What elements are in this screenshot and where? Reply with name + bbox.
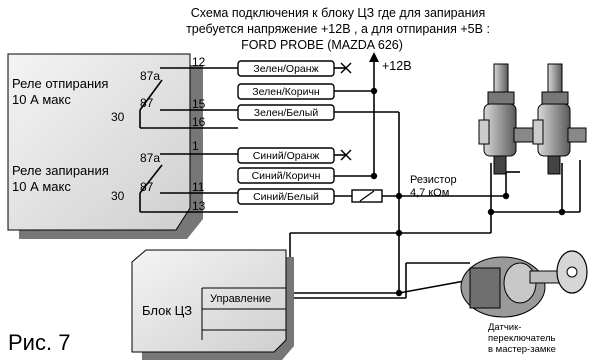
wire-label-green-brown: Зелен/Коричн (252, 86, 320, 98)
central-lock-label: Блок ЦЗ (142, 303, 192, 318)
header-line3: FORD PROBE (MAZDA 626) (241, 38, 403, 52)
relay-lock-pin-87a: 87a (140, 151, 160, 165)
wire-num-12: 12 (192, 55, 206, 69)
relay-unlock-pin-87: 87 (140, 96, 154, 110)
relay-unlock-rating: 10 А макс (12, 92, 71, 107)
wire-num-11: 11 (192, 180, 205, 194)
wire-label-blue-brown: Синий/Коричн (252, 170, 321, 182)
supply-arrow (369, 52, 379, 62)
resistor-label: Резистор (410, 174, 457, 186)
relay-lock-contacts (139, 153, 238, 213)
central-lock-control-label: Управление (210, 293, 271, 305)
resistor-value: 4,7 кОм (410, 187, 449, 199)
key-icon (529, 250, 588, 294)
relay-lock-pin-30: 30 (111, 189, 125, 203)
wire-label-boxes (237, 60, 335, 205)
wire-label-green-white: Зелен/Белый (254, 107, 319, 119)
relay-lock-rating: 10 А макс (12, 179, 71, 194)
wire-num-1: 1 (192, 139, 199, 153)
unused-terminal-marks (340, 62, 352, 161)
door-lock-actuator-2 (532, 63, 587, 175)
relay-unlock-contacts (139, 67, 238, 129)
figure-label: Рис. 7 (8, 330, 70, 355)
relay-unlock-pin-87a: 87a (140, 69, 160, 83)
wire-num-16: 16 (192, 115, 206, 129)
wiring (289, 62, 581, 299)
relay-lock-pin-87: 87 (140, 180, 154, 194)
sensor-label-2: переключатель (488, 333, 555, 344)
relay-unlock-label: Реле отпирания (12, 76, 108, 91)
sensor-label-1: Датчик- (488, 322, 521, 333)
wire-num-15: 15 (192, 97, 206, 111)
header-line2: требуется напряжение +12В , а для отпира… (186, 22, 490, 36)
supply-label: +12В (382, 59, 412, 73)
relay-lock-label: Реле запирания (12, 163, 109, 178)
wire-num-13: 13 (192, 199, 206, 213)
sensor-label-3: в мастер-замке (488, 344, 556, 355)
wire-label-blue-orange: Синий/Оранж (253, 150, 320, 162)
wire-label-green-orange: Зелен/Оранж (253, 63, 318, 75)
door-lock-actuator-1 (478, 63, 537, 175)
wire-label-blue-white: Синий/Белый (253, 191, 319, 203)
resistor (351, 189, 383, 203)
central-lock-box (131, 249, 294, 360)
junction-dots (370, 87, 566, 297)
relay-unlock-pin-30: 30 (111, 110, 125, 124)
master-lock-sensor (460, 256, 546, 318)
header-line1: Схема подключения к блоку ЦЗ где для зап… (191, 6, 486, 20)
